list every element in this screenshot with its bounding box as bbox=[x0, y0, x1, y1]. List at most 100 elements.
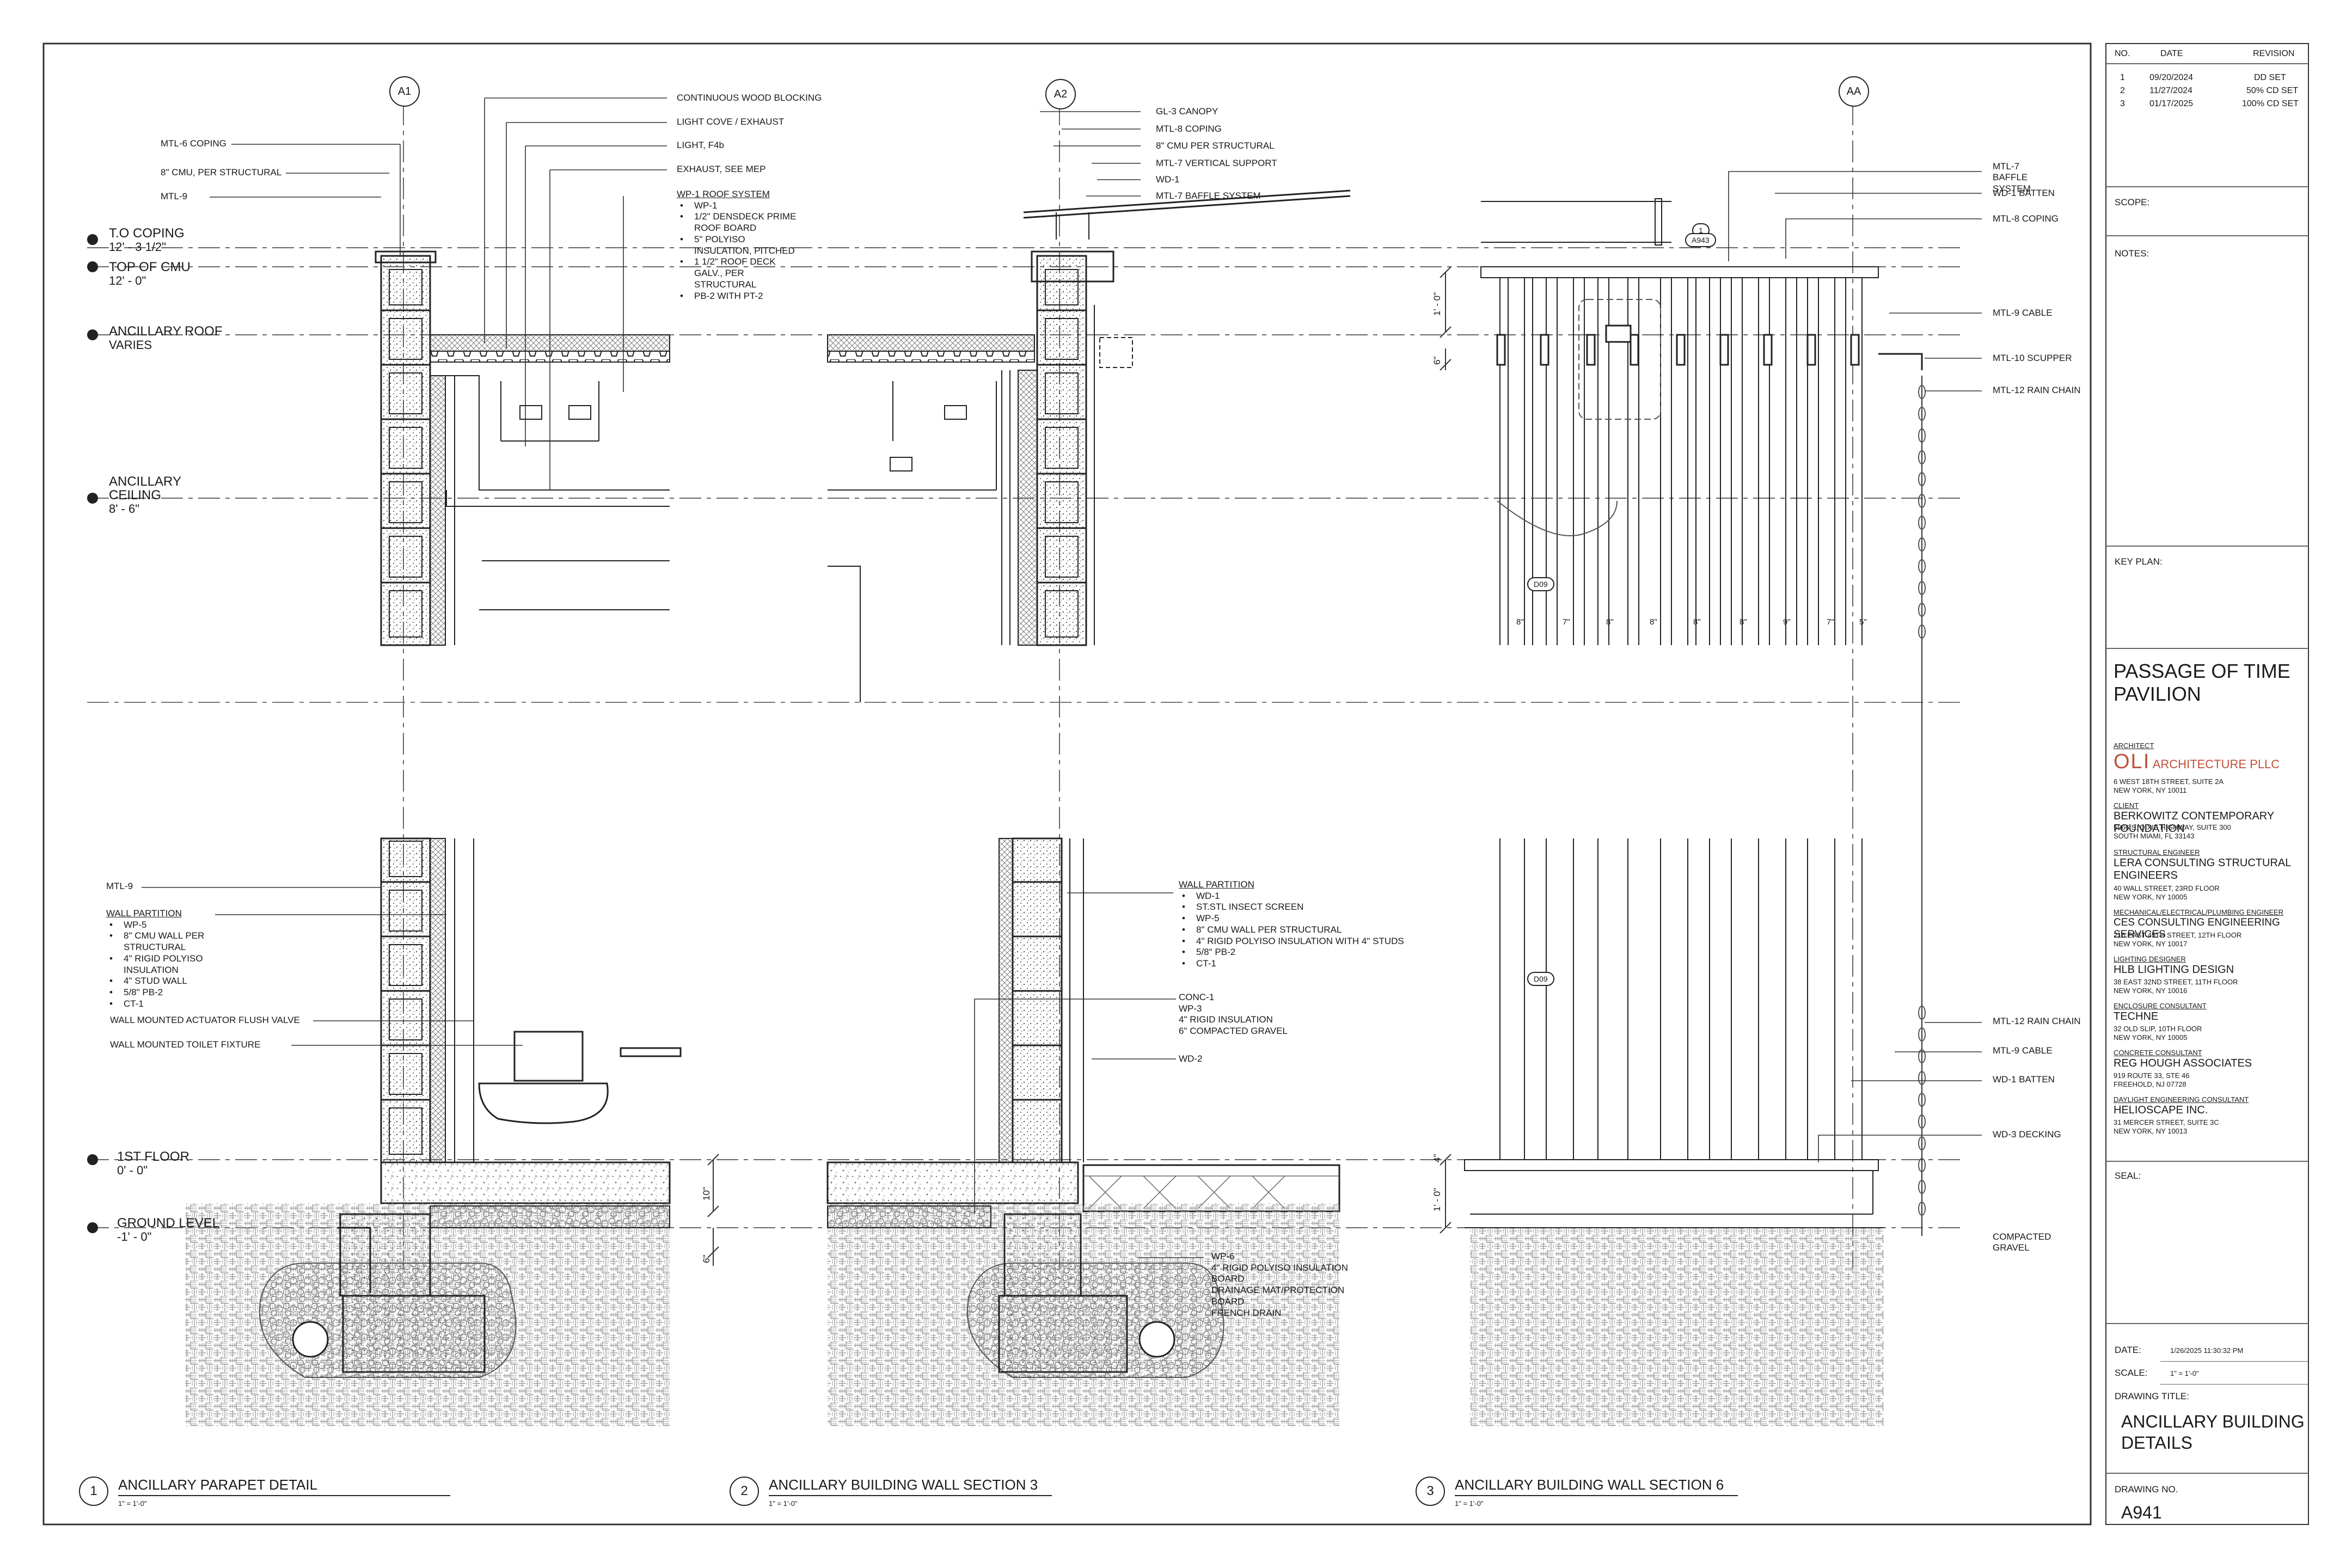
dim-6in: 6" bbox=[701, 1254, 712, 1264]
rev-desc: 100% CD SET bbox=[2242, 99, 2299, 108]
rule bbox=[2160, 1384, 2308, 1385]
architect-address: 6 WEST 18TH STREET, SUITE 2A bbox=[2114, 777, 2224, 786]
spacing: 9" bbox=[1783, 617, 1791, 627]
wall-partition-item: WP-5 bbox=[106, 920, 215, 931]
level-name: TOP OF CMU bbox=[109, 260, 191, 274]
title-rule bbox=[118, 1495, 450, 1496]
label-wd1-batten: WD-1 BATTEN bbox=[1993, 188, 2055, 198]
conc-item: 6" COMPACTED GRAVEL bbox=[1179, 1026, 1288, 1037]
consultant-name: HLB LIGHTING DESIGN bbox=[2114, 964, 2234, 976]
rule bbox=[2106, 1161, 2308, 1162]
conc-item: 4" RIGID INSULATION bbox=[1179, 1014, 1273, 1025]
wall-partition-item: ST.STL INSECT SCREEN bbox=[1179, 902, 1413, 913]
label-mtl7-vertical: MTL-7 VERTICAL SUPPORT bbox=[1156, 158, 1277, 168]
rev-no: 2 bbox=[2120, 86, 2125, 95]
label-mtl6-coping: MTL-6 COPING bbox=[161, 138, 226, 149]
consultant-role: DAYLIGHT ENGINEERING CONSULTANT bbox=[2114, 1095, 2249, 1104]
notes-label: NOTES: bbox=[2115, 248, 2149, 259]
architect-logo: OLI ARCHITECTURE PLLC bbox=[2114, 750, 2280, 774]
level-top-of-cmu: TOP OF CMU 12' - 0" bbox=[109, 260, 191, 288]
conc-spec: CONC-1 WP-3 4" RIGID INSULATION 6" COMPA… bbox=[1179, 992, 1288, 1037]
rev-header-no: NO. bbox=[2115, 49, 2130, 58]
level-name: ANCILLARY ROOF bbox=[109, 324, 223, 339]
level-name: T.O COPING bbox=[109, 226, 185, 241]
consultant-address: NEW YORK, NY 10013 bbox=[2114, 1127, 2188, 1135]
level-name: ANCILLARY CEILING bbox=[109, 474, 181, 503]
spacing: 8" bbox=[1516, 617, 1524, 627]
key-plan-label: KEY PLAN: bbox=[2115, 556, 2163, 567]
level-to-coping: T.O COPING 12' - 3 1/2" bbox=[109, 226, 185, 254]
label-mtl7-baffle-system: MTL-7 BAFFLE SYSTEM bbox=[1993, 161, 2031, 194]
spacing: 8" bbox=[1606, 617, 1614, 627]
label-wd1-batten-lower: WD-1 BATTEN bbox=[1993, 1074, 2055, 1085]
consultant-role: CONCRETE CONSULTANT bbox=[2114, 1049, 2202, 1057]
dim-6in-top: 6" bbox=[1432, 356, 1442, 365]
roof-system-item: 1 1/2" ROOF DECK GALV., PER STRUCTURAL bbox=[677, 256, 802, 290]
consultant-address: 919 ROUTE 33, STE 46 bbox=[2114, 1071, 2190, 1080]
seal-label: SEAL: bbox=[2115, 1171, 2141, 1181]
project-name-line2: PAVILION bbox=[2114, 683, 2201, 705]
roof-system-item: WP-1 bbox=[677, 200, 802, 212]
consultant-address: SOUTH MIAMI, FL 33143 bbox=[2114, 832, 2195, 840]
wall-partition-item: 5/8" PB-2 bbox=[1179, 947, 1413, 958]
drawing-number: A941 bbox=[2121, 1503, 2162, 1522]
detail-number: 1 bbox=[79, 1477, 108, 1506]
dim-10in: 10" bbox=[701, 1187, 712, 1200]
consultant-address: NEW YORK, NY 10017 bbox=[2114, 940, 2188, 948]
grid-tag-a1: A1 bbox=[389, 76, 420, 107]
label-mtl8-coping: MTL-8 COPING bbox=[1156, 124, 1222, 134]
rev-desc: 50% CD SET bbox=[2246, 86, 2299, 95]
consultant-address: NEW YORK, NY 10016 bbox=[2114, 987, 2188, 995]
rev-no: 3 bbox=[2120, 99, 2125, 108]
wall-partition-item: CT-1 bbox=[106, 999, 215, 1010]
scale-label: SCALE: bbox=[2115, 1368, 2148, 1378]
rev-rule bbox=[2106, 63, 2308, 64]
consultant-address: NEW YORK, NY 10005 bbox=[2114, 1033, 2188, 1042]
detail-callout-a943: A943 bbox=[1685, 233, 1716, 247]
wp6-item: 4" RIGID POLYISO INSULATION BOARD bbox=[1211, 1262, 1349, 1284]
wp6-item: FRENCH DRAIN bbox=[1211, 1307, 1282, 1318]
detail-callout-d09-top: D09 bbox=[1527, 577, 1554, 591]
rule bbox=[2106, 235, 2308, 236]
wall-partition-item: 8" CMU WALL PER STRUCTURAL bbox=[106, 930, 215, 953]
level-elevation: -1' - 0" bbox=[117, 1230, 152, 1244]
label-mtl10-scupper: MTL-10 SCUPPER bbox=[1993, 353, 2072, 363]
label-8-cmu: 8" CMU, PER STRUCTURAL bbox=[161, 167, 282, 177]
spacing: 8" bbox=[1650, 617, 1657, 627]
label-gl3-canopy: GL-3 CANOPY bbox=[1156, 106, 1218, 117]
rev-no: 1 bbox=[2120, 73, 2125, 82]
label-exhaust: EXHAUST, SEE MEP bbox=[677, 164, 766, 174]
label-mtl12-rain-chain-lower: MTL-12 RAIN CHAIN bbox=[1993, 1016, 2081, 1026]
wall-partition-item: WD-1 bbox=[1179, 891, 1413, 902]
drawing-no-label: DRAWING NO. bbox=[2115, 1484, 2178, 1494]
consultant-role: STRUCTURAL ENGINEER bbox=[2114, 848, 2200, 856]
rule bbox=[2106, 648, 2308, 649]
dim-1ft-top: 1' - 0" bbox=[1432, 292, 1442, 316]
label-8-cmu-structural: 8" CMU PER STRUCTURAL bbox=[1156, 140, 1275, 151]
detail-callout-d09-bottom: D09 bbox=[1527, 972, 1554, 986]
label-mtl9-lower: MTL-9 bbox=[106, 881, 133, 891]
roof-system-item: PB-2 WITH PT-2 bbox=[677, 291, 802, 302]
level-elevation: 12' - 0" bbox=[109, 274, 146, 288]
level-ancillary-ceiling: ANCILLARY CEILING 8' - 6" bbox=[109, 475, 185, 516]
architect-address: NEW YORK, NY 10011 bbox=[2114, 786, 2187, 794]
rule bbox=[2106, 1473, 2308, 1474]
consultant-address: 38 EAST 32ND STREET, 11TH FLOOR bbox=[2114, 978, 2238, 986]
grid-tag-aa: AA bbox=[1839, 76, 1869, 107]
roof-system-heading: WP-1 ROOF SYSTEM bbox=[677, 189, 770, 199]
level-elevation: 8' - 6" bbox=[109, 502, 140, 516]
level-name: GROUND LEVEL bbox=[117, 1216, 220, 1230]
wall-partition-item: CT-1 bbox=[1179, 958, 1413, 970]
label-mtl12-rain-chain: MTL-12 RAIN CHAIN bbox=[1993, 385, 2081, 395]
dim-4in: 4" bbox=[1432, 1154, 1442, 1163]
detail-title: ANCILLARY PARAPET DETAIL bbox=[118, 1477, 318, 1493]
consultant-name: CES CONSULTING ENGINEERING SERVICES bbox=[2114, 917, 2280, 940]
rev-date: 09/20/2024 bbox=[2149, 73, 2194, 82]
consultant-address: 5966 S. DIXIE HIGHWAY, SUITE 300 bbox=[2114, 823, 2231, 831]
wall-partition-heading: WALL PARTITION bbox=[1179, 879, 1254, 890]
rule bbox=[2106, 546, 2308, 547]
rev-header-revision: REVISION bbox=[2253, 49, 2295, 58]
consultant-name: LERA CONSULTING STRUCTURAL ENGINEERS bbox=[2114, 857, 2291, 881]
